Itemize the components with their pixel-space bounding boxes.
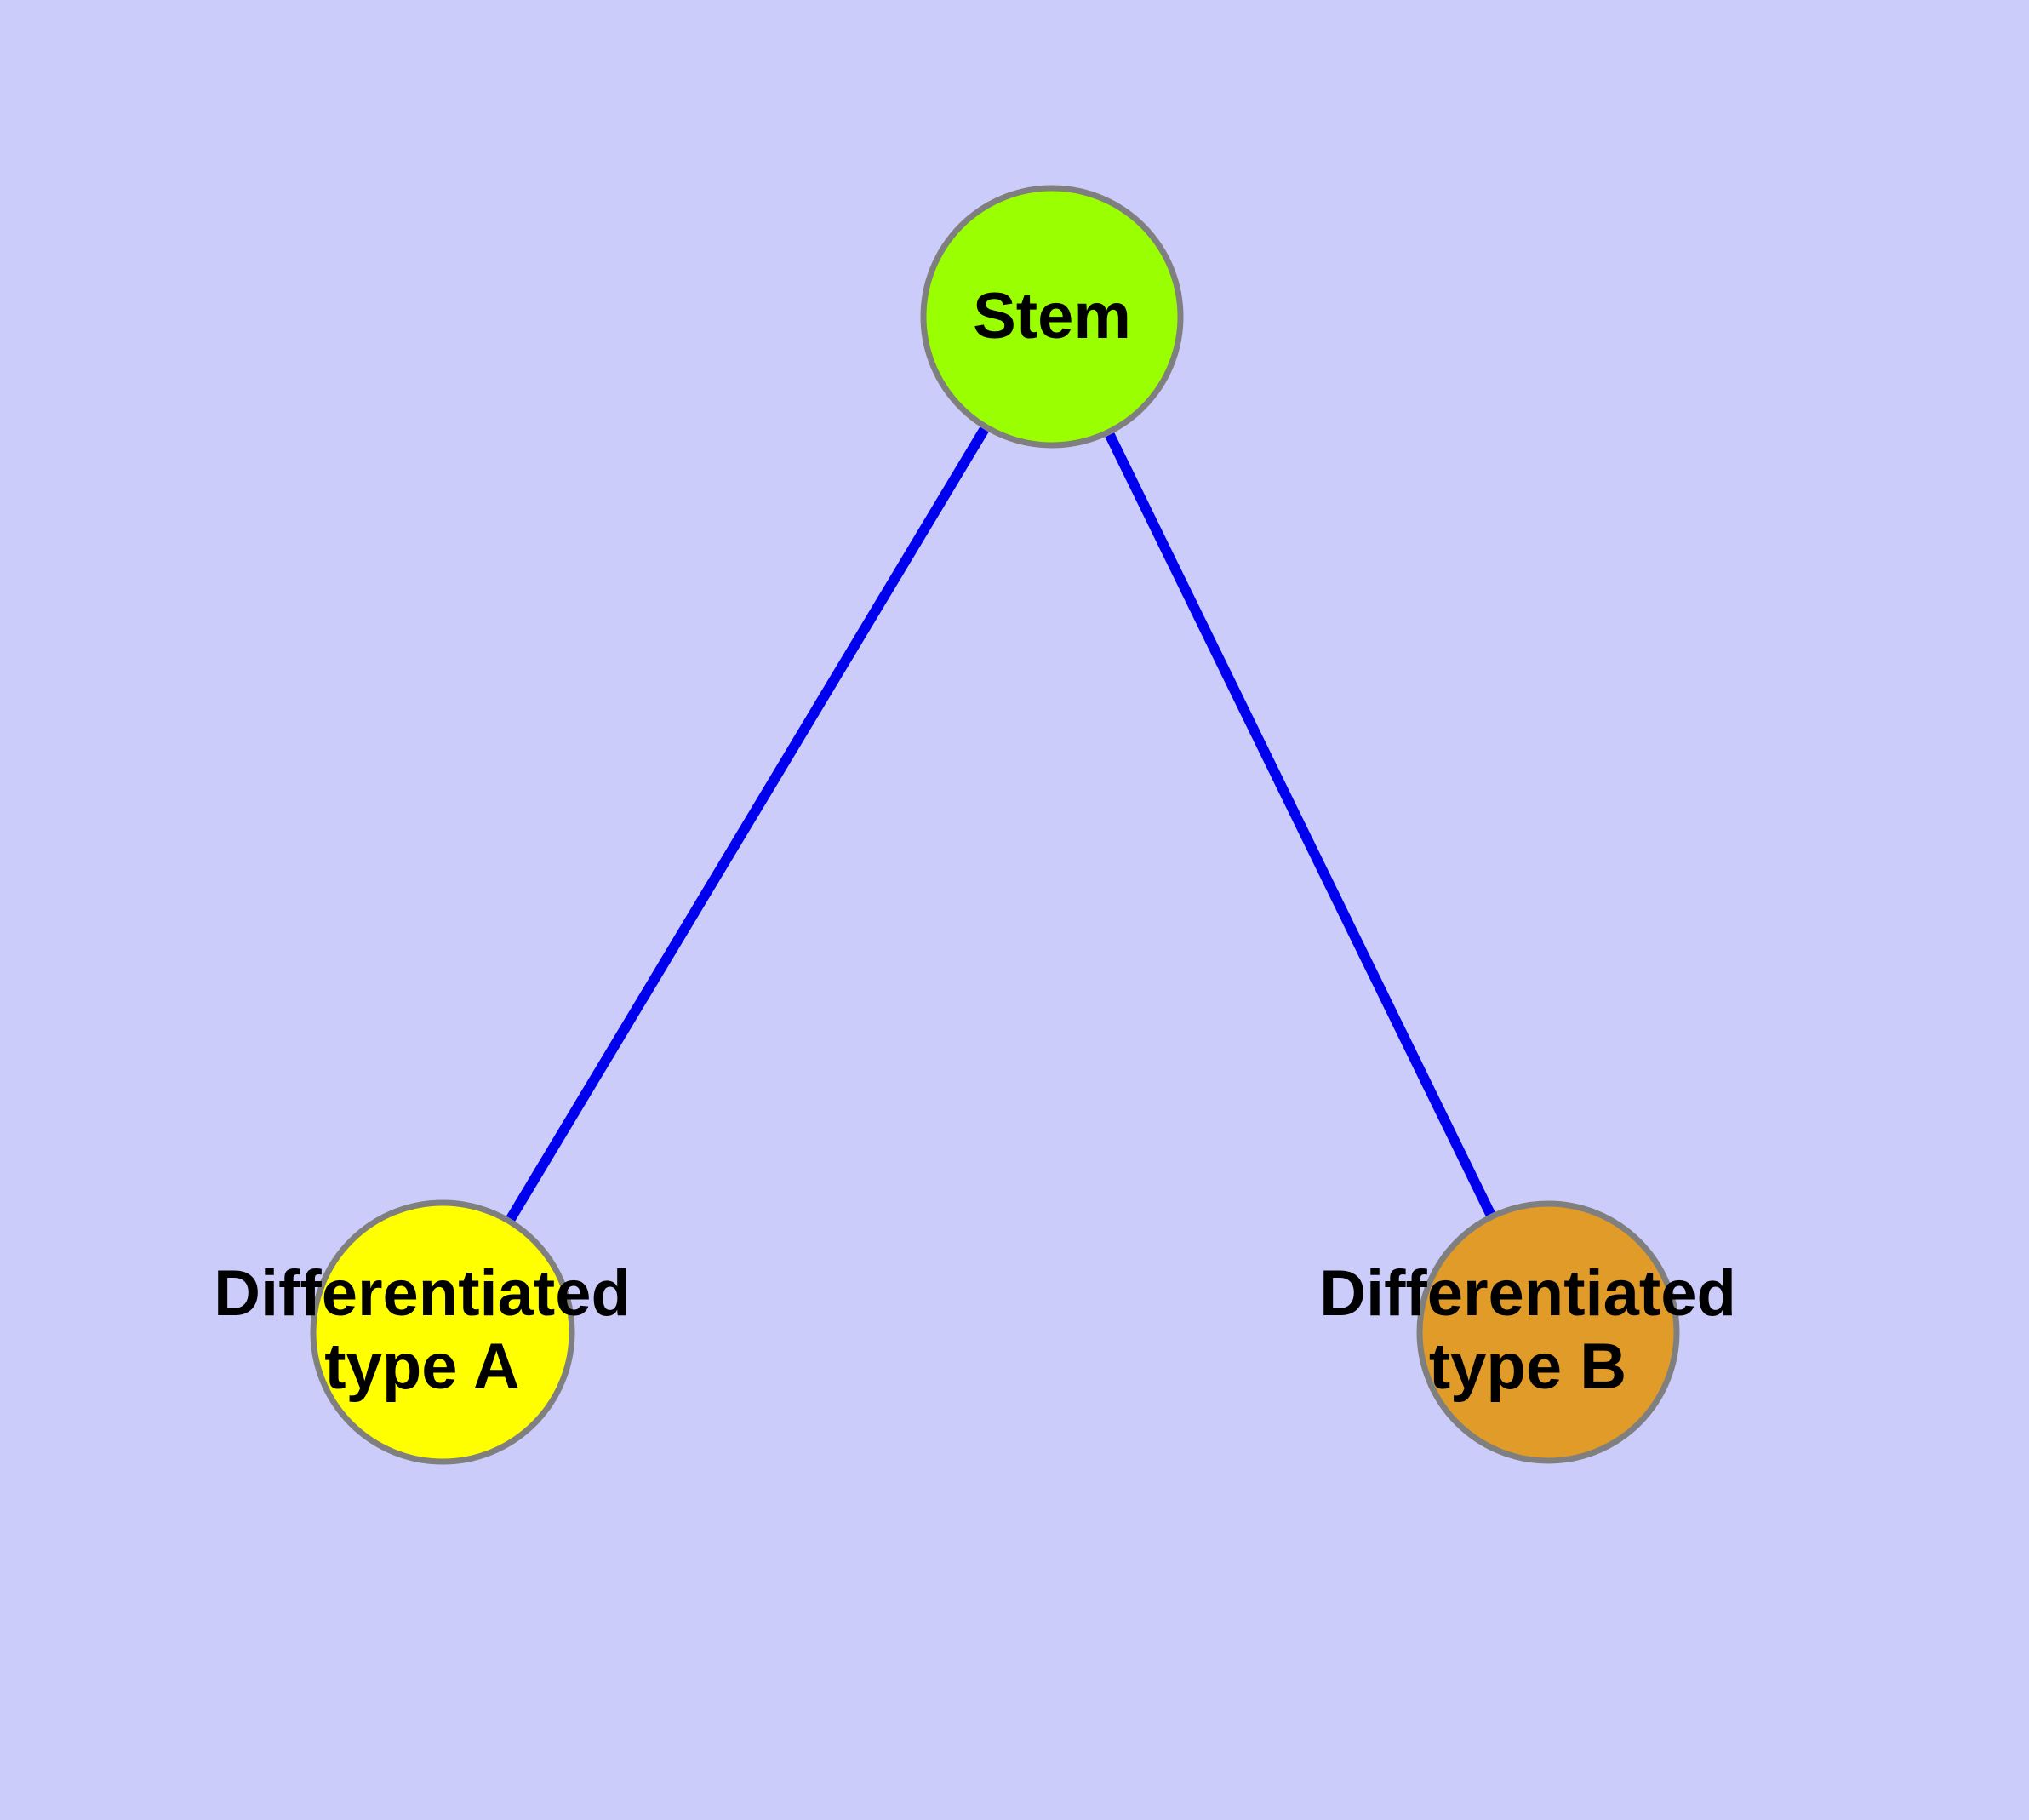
node-circle-stem[interactable]: [920, 185, 1184, 449]
edge-stem-to-diff-a[interactable]: [506, 426, 989, 1222]
node-circle-diff_a[interactable]: [310, 1199, 575, 1465]
edge-layer: [506, 426, 1495, 1222]
node-layer: [310, 185, 1680, 1465]
node-circle-diff_b[interactable]: [1416, 1200, 1680, 1464]
edge-stem-to-diff-b[interactable]: [1105, 432, 1495, 1216]
